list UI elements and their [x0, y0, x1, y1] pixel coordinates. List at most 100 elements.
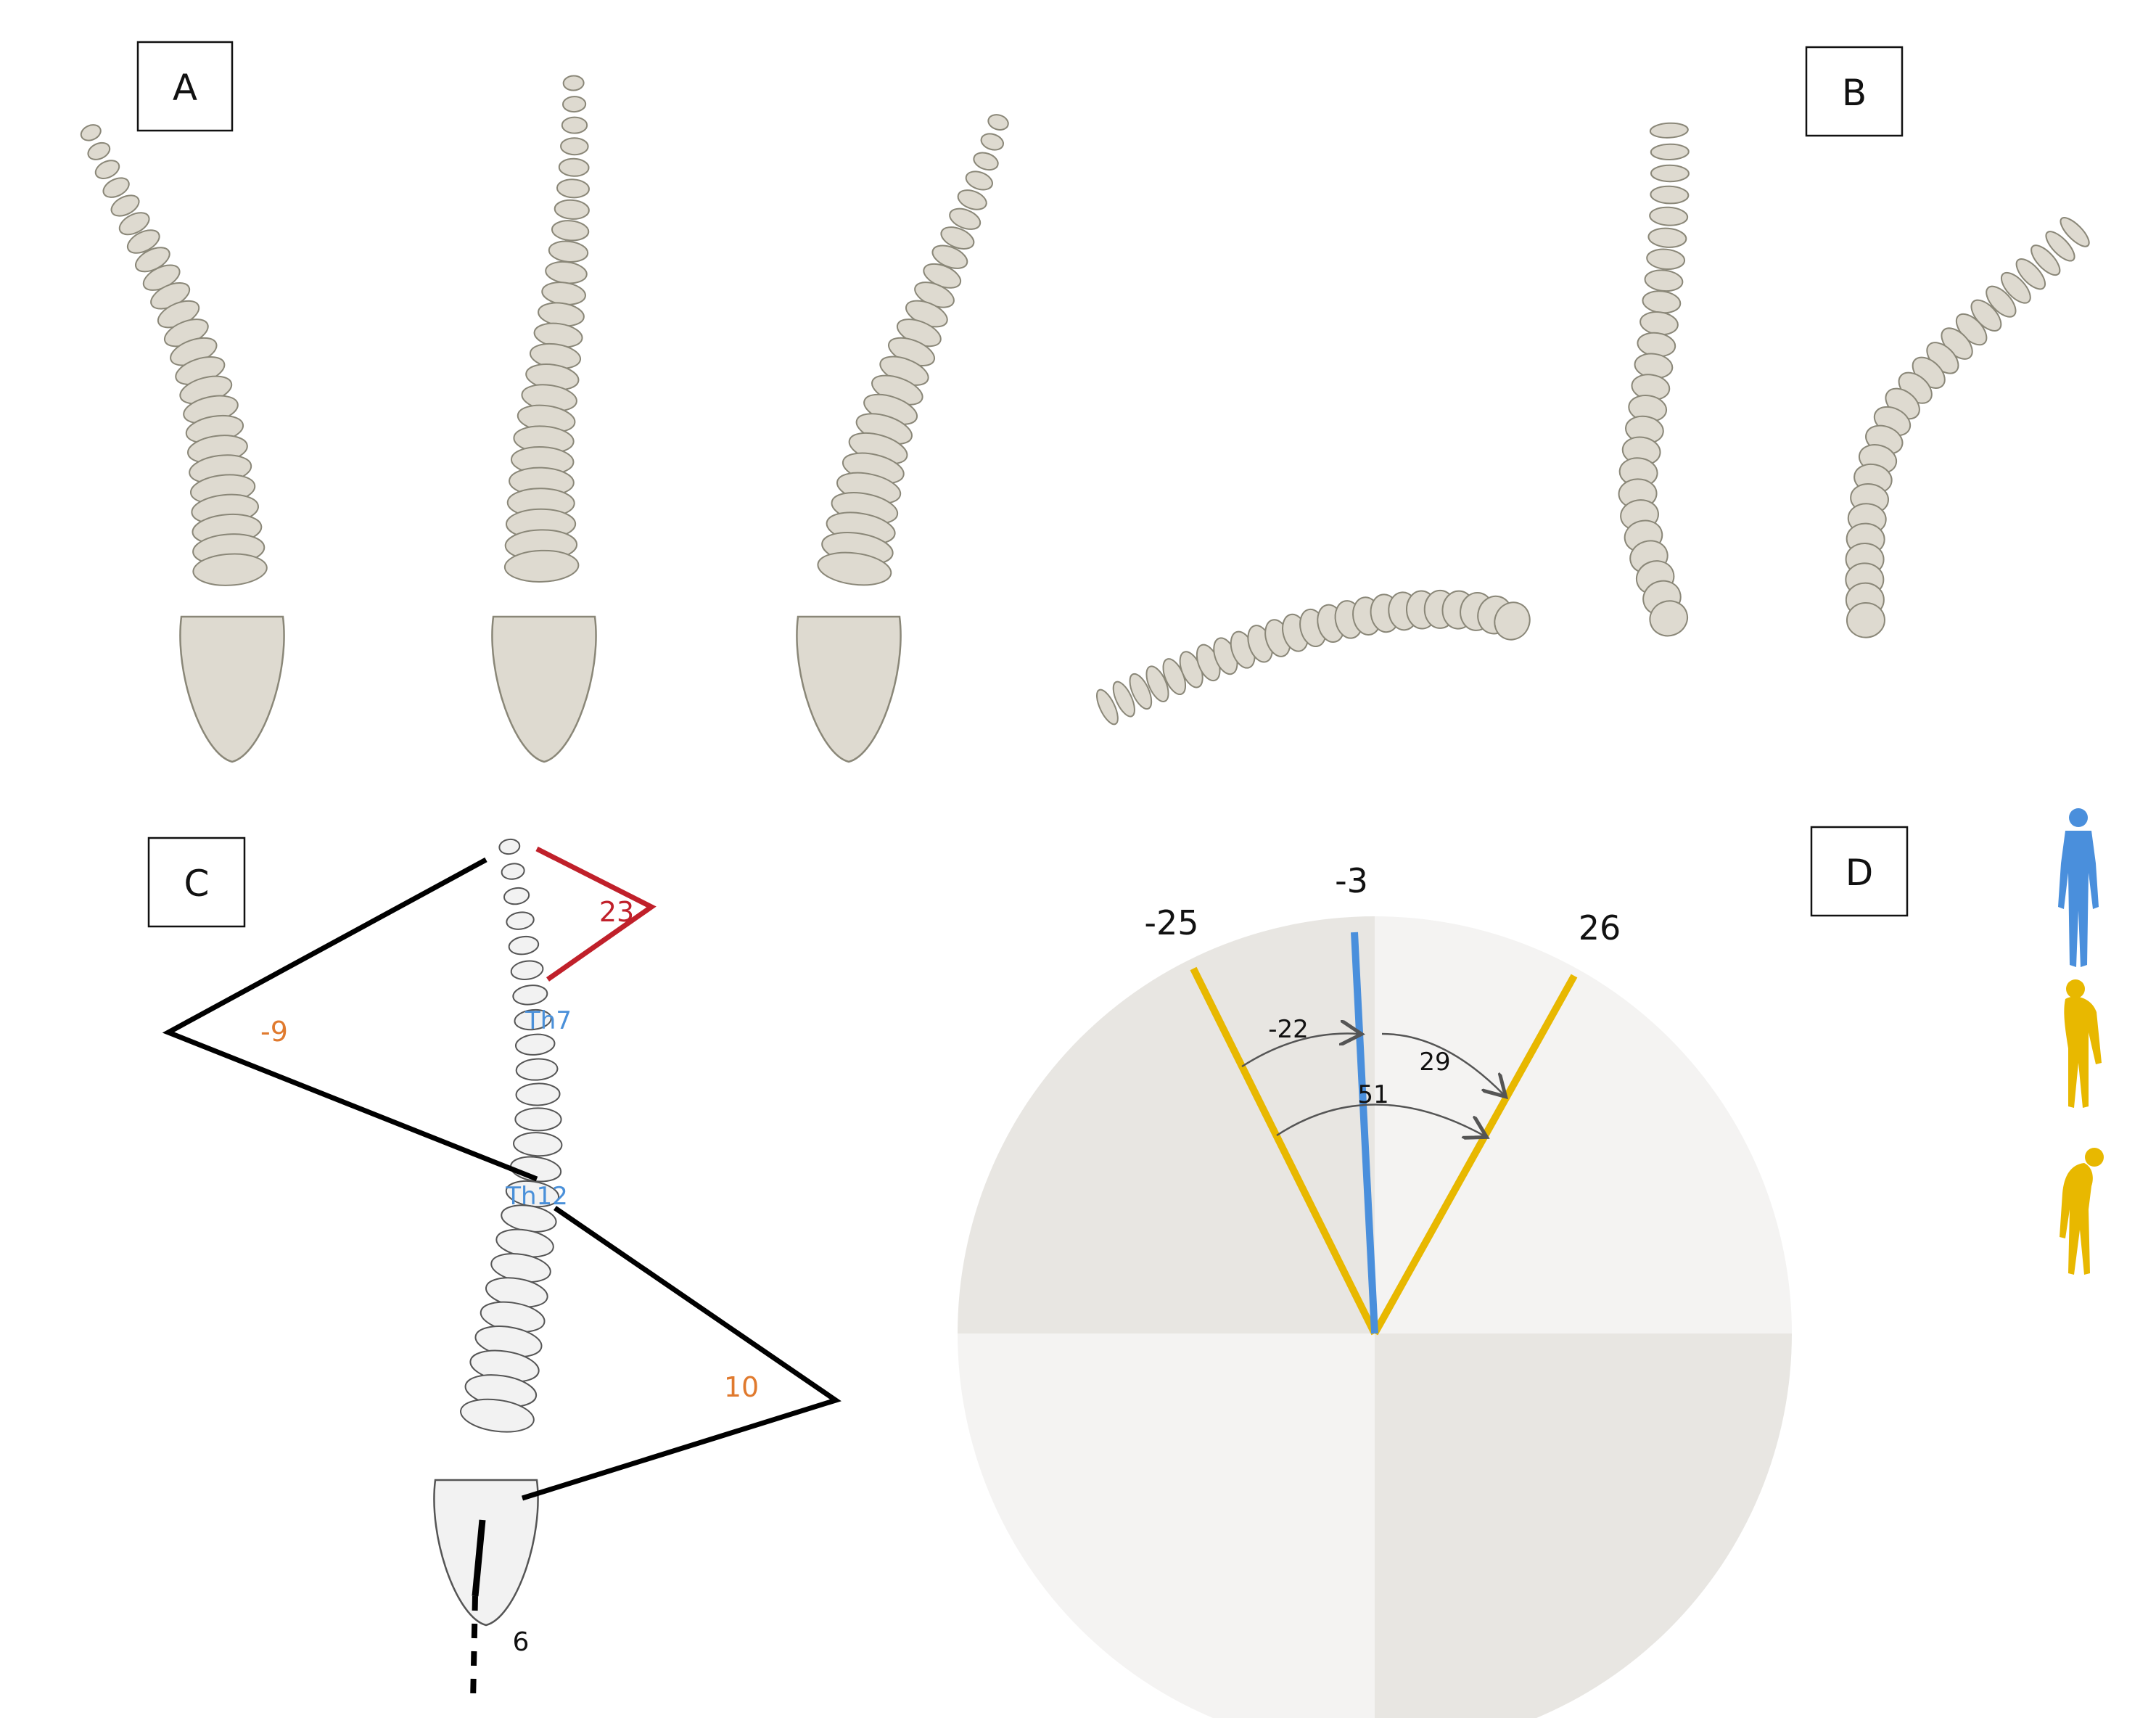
vertebra: [1986, 285, 2017, 318]
vertebra: [561, 96, 587, 113]
vertebra: [1129, 673, 1153, 710]
arc-total: [1276, 1103, 1484, 1136]
vertebra: [2030, 244, 2061, 276]
spine-b1: [1095, 589, 1531, 726]
vertebra: [558, 157, 590, 177]
spine-a2: [491, 75, 597, 763]
panel-b-label: B: [1842, 72, 1867, 114]
panel-d-label: D: [1846, 852, 1874, 894]
spine-b3: [1845, 217, 2090, 638]
line-left-label: -25: [1144, 903, 1198, 942]
vertebra: [949, 207, 982, 230]
vertebra: [1649, 600, 1689, 637]
line-right-label: 26: [1579, 908, 1621, 948]
panel-c-label-box: [147, 837, 246, 928]
spine-a3: [796, 114, 1009, 763]
vertebra: [510, 960, 544, 980]
vertebra: [514, 1033, 556, 1056]
vertebra: [1650, 164, 1690, 183]
vertebra: [513, 1132, 563, 1157]
vertebra: [973, 152, 999, 171]
vertebra: [1145, 665, 1169, 702]
vertebra: [503, 887, 530, 905]
pie-quadrant-bottom-left: [958, 1333, 1375, 1718]
vertebra: [548, 240, 589, 263]
cobb-line-left: [162, 857, 538, 1182]
vertebra: [562, 75, 585, 91]
panel-c-label: C: [184, 863, 210, 905]
arc-left-label: -22: [1268, 1015, 1309, 1044]
sacrum: [179, 615, 285, 763]
pie-quadrant-bottom-right: [1375, 1333, 1792, 1718]
vertebra: [554, 199, 590, 220]
vertebra: [512, 985, 548, 1006]
sacral-line-dashed: [470, 1595, 478, 1702]
stooped-person-icon: [2064, 979, 2102, 1108]
angle-right-label: 10: [724, 1371, 759, 1403]
vertebra: [118, 212, 150, 236]
pie-quadrant-top-left: [958, 916, 1375, 1333]
vertebra: [515, 1058, 559, 1081]
vertebra: [1646, 248, 1686, 271]
vertebra: [1649, 206, 1689, 226]
vertebra: [817, 551, 892, 586]
vertebra: [1846, 602, 1885, 638]
vertebra: [126, 229, 160, 254]
vertebra: [2045, 231, 2075, 262]
vertebra: [506, 911, 535, 930]
vertebra: [514, 1008, 552, 1031]
vertebra: [87, 141, 111, 160]
sacral-line-solid: [472, 1519, 486, 1597]
vertebra: [2060, 217, 2090, 247]
vertebra: [940, 226, 975, 250]
bent-person-icon: [2060, 1148, 2104, 1275]
vertebra: [545, 260, 588, 284]
vertebra: [2000, 271, 2031, 304]
panel-a-label-box: [136, 41, 234, 132]
spine-c: [433, 838, 563, 1627]
arc-right: [1381, 1032, 1503, 1094]
panel-a-label: A: [173, 67, 197, 109]
vertebra: [1650, 143, 1690, 160]
angle-upper-label: 23: [599, 896, 634, 928]
spine-a1: [80, 124, 285, 763]
sacrum: [433, 1479, 539, 1627]
line-left-yellow: [1190, 966, 1378, 1336]
line-center-label: -3: [1335, 861, 1368, 900]
vertebra-upper-label: Th7: [524, 1006, 572, 1035]
vertebra: [2015, 258, 2046, 290]
vertebra: [560, 137, 589, 156]
vertebra: [192, 553, 268, 586]
pie-quadrant-top-right: [1375, 916, 1792, 1333]
vertebra: [551, 220, 590, 242]
vertebra: [94, 160, 120, 179]
vertebra: [503, 549, 580, 583]
panel-b-label-box: [1805, 46, 1904, 137]
vertebra: [965, 170, 993, 191]
spine-b2: [1618, 122, 1690, 637]
vertebra: [80, 124, 102, 141]
vertebra: [1494, 601, 1531, 641]
vertebra: [501, 863, 525, 880]
panel-c: C 23 -9 10 6 Th7 Th12: [147, 837, 842, 1702]
vertebra: [460, 1398, 535, 1433]
vertebra: [514, 1107, 562, 1132]
line-right-yellow: [1371, 974, 1578, 1336]
vertebra: [1644, 269, 1684, 292]
arc-right-label: 29: [1419, 1048, 1450, 1077]
panel-a: A: [80, 41, 1009, 763]
vertebra: [1647, 227, 1687, 248]
vertebra: [1095, 689, 1119, 726]
vertebra: [102, 177, 130, 198]
vertebra: [508, 935, 540, 955]
vertebra: [1642, 290, 1682, 314]
panel-b: B: [1095, 46, 2090, 726]
vertebra: [1649, 122, 1689, 139]
vertebra: [980, 133, 1004, 151]
cobb-line-upper-red: [535, 846, 657, 982]
standing-person-icon: [2058, 808, 2099, 967]
panel-d: D -25 -3 26 -22 29 51: [958, 808, 2104, 1718]
vertebra: [987, 114, 1009, 131]
sacrum: [796, 615, 902, 763]
arc-left: [1241, 1034, 1358, 1068]
